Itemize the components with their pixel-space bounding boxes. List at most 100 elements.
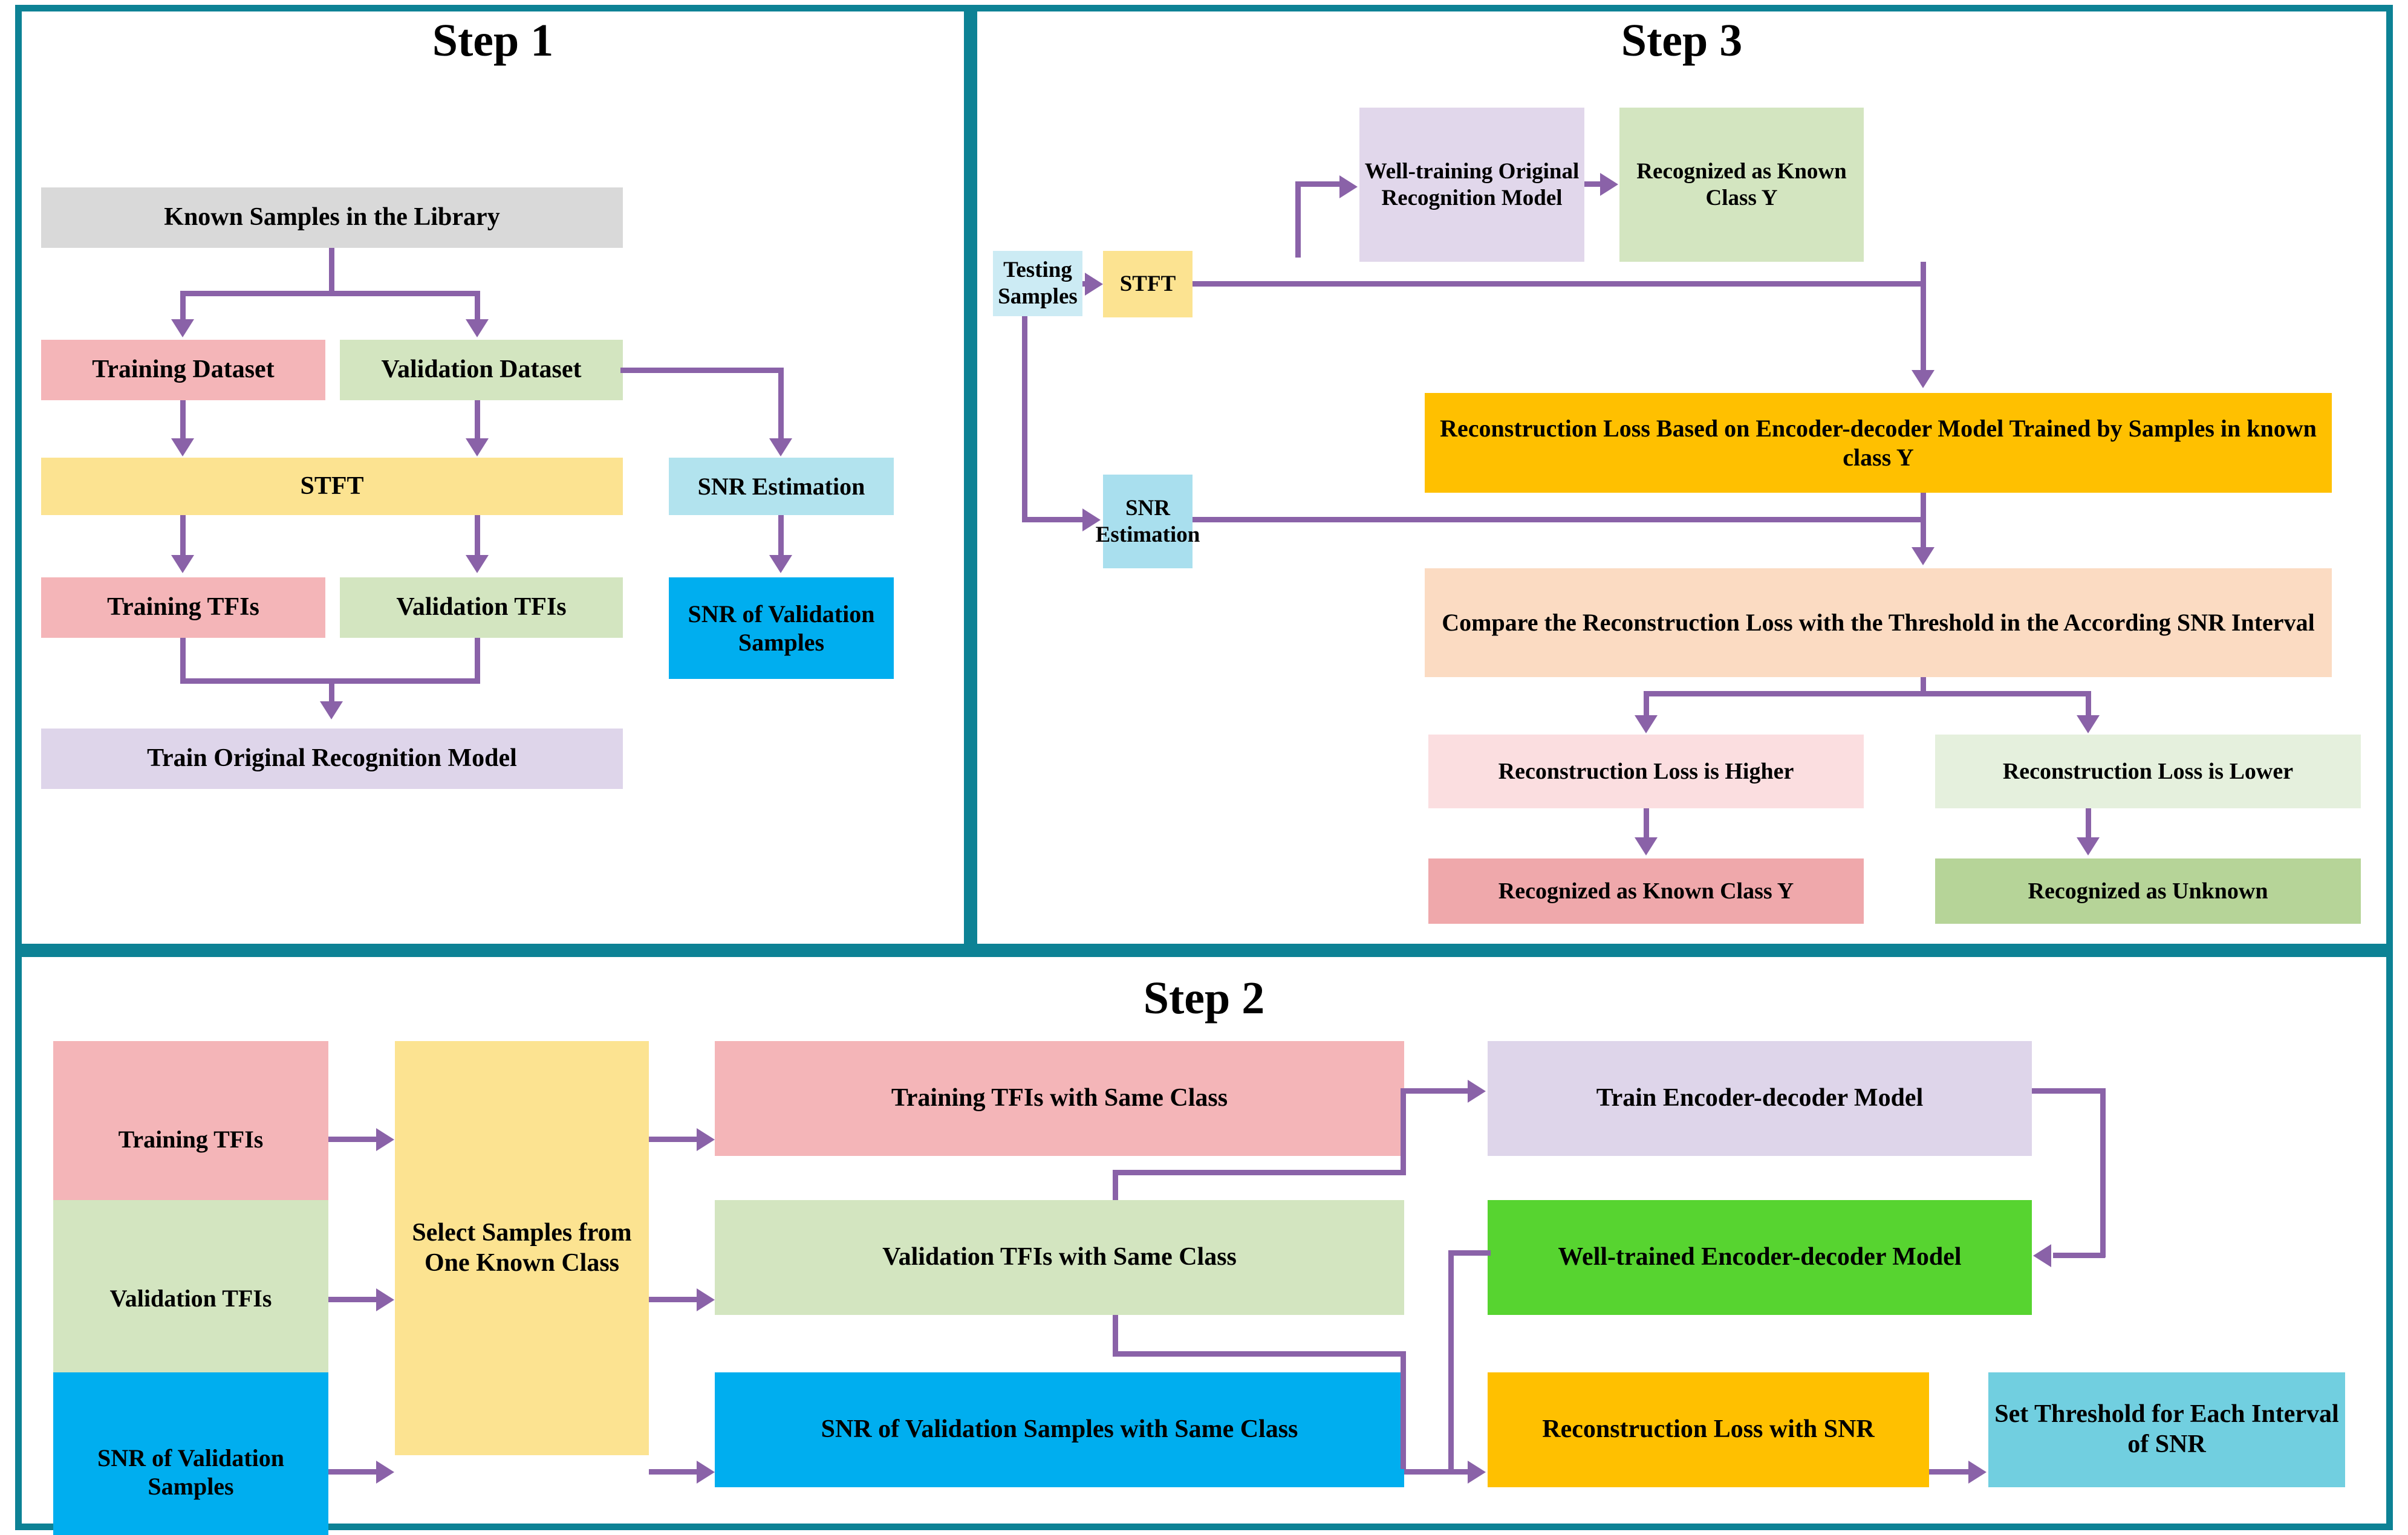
step2-box-snr-of-validation-samples: SNR of Validation Samples	[53, 1372, 328, 1535]
step1-connector-to-validation	[475, 291, 480, 321]
step2-arrow-recon-to-threshold	[1968, 1461, 1987, 1484]
step2-connector-snr-same-to-recon	[1404, 1469, 1469, 1475]
step3-title: Step 3	[1621, 15, 1743, 66]
step1-arrow-to-train-original-model	[320, 701, 343, 719]
step3-connector-compare-down	[1921, 677, 1926, 694]
step3-connector-model-to-recognized	[1584, 181, 1603, 187]
step2-connector-loop-back-to-well	[2053, 1253, 2105, 1258]
step2-connector-select-to-snr-same	[649, 1469, 698, 1475]
step1-connector-snrest-to-snrval	[778, 515, 784, 556]
step3-arrow-to-compare-threshold	[1912, 547, 1935, 565]
step2-box-set-threshold: Set Threshold for Each Interval of SNR	[1988, 1372, 2345, 1487]
step3-connector-testing-down	[1022, 316, 1027, 522]
step3-arrow-to-loss-higher	[1635, 715, 1658, 733]
step2-connector-join-train-path	[1401, 1088, 1406, 1173]
step3-box-testing-samples: Testing Samples	[993, 251, 1082, 316]
step2-arrow-validation-tfis-to-select	[376, 1288, 394, 1311]
step1-connector-to-training	[180, 291, 186, 321]
step3-connector-testing-to-snr	[1022, 517, 1084, 522]
step1-connector-training-to-stft	[180, 400, 186, 440]
step3-connector-stft-up	[1295, 181, 1301, 254]
step3-arrow-higher-to-known	[1635, 837, 1658, 855]
step1-connector-merge-down	[329, 678, 334, 704]
step2-connector-recon-to-threshold	[1929, 1469, 1969, 1475]
step3-connector-to-lower	[2086, 691, 2091, 718]
step1-arrow-to-snr-estimation	[769, 438, 792, 456]
step3-connector-stft-right	[1193, 281, 1924, 287]
step1-connector-training-tfis-down	[180, 638, 186, 683]
step3-arrow-to-reconstruction-loss	[1912, 370, 1935, 388]
step2-connector-select-to-training-same	[649, 1137, 698, 1142]
step1-box-stft: STFT	[41, 458, 623, 515]
step1-arrow-to-validation-dataset	[466, 319, 489, 337]
step1-box-known-samples: Known Samples in the Library	[41, 187, 623, 248]
panel-step1-frame	[15, 5, 971, 950]
step3-box-recognized-unknown: Recognized as Unknown	[1935, 858, 2361, 924]
step3-connector-to-recon-loss	[1921, 281, 1926, 372]
step3-arrow-to-snr-estimation	[1082, 508, 1101, 531]
panel-step2-frame	[15, 950, 2393, 1530]
step3-arrow-lower-to-unknown	[2077, 837, 2100, 855]
step2-box-train-encoder-decoder: Train Encoder-decoder Model	[1488, 1041, 2032, 1156]
step3-box-loss-lower: Reconstruction Loss is Lower	[1935, 735, 2361, 808]
step2-arrow-select-to-training-same	[697, 1128, 715, 1151]
step1-arrow-validation-to-stft	[466, 438, 489, 456]
step2-arrow-training-tfis-to-select	[376, 1128, 394, 1151]
step3-connector-to-higher	[1644, 691, 1649, 718]
step2-connector-validation-same-up	[1113, 1170, 1118, 1200]
step3-connector-stft-up-bar	[1295, 181, 1342, 187]
step2-connector-validation-tfis-to-select	[328, 1297, 378, 1302]
step2-connector-well-trained-left	[1448, 1250, 1491, 1256]
step1-arrow-stft-to-validation-tfis	[466, 555, 489, 573]
step1-arrow-training-to-stft	[171, 438, 194, 456]
step2-arrow-snr-same-to-recon	[1468, 1461, 1486, 1484]
step1-connector-known-down	[329, 248, 334, 293]
step3-connector-snr-right	[1193, 517, 1925, 522]
step1-box-train-original-model: Train Original Recognition Model	[41, 729, 623, 789]
step1-box-training-dataset: Training Dataset	[41, 340, 325, 400]
step2-connector-train-loop-down	[2100, 1088, 2106, 1258]
step1-connector-validation-to-stft	[475, 400, 480, 440]
step2-connector-training-tfis-to-select	[328, 1137, 378, 1142]
step2-connector-snr-to-select	[328, 1469, 378, 1475]
step3-arrow-testing-to-stft	[1085, 273, 1103, 296]
step2-box-training-tfis-same-class: Training TFIs with Same Class	[715, 1041, 1404, 1156]
step2-title: Step 2	[1143, 973, 1265, 1024]
step3-connector-recon-to-compare	[1921, 493, 1926, 550]
step3-box-compare-threshold: Compare the Reconstruction Loss with the…	[1425, 568, 2332, 677]
step2-box-well-trained-encoder-decoder: Well-trained Encoder-decoder Model	[1488, 1200, 2032, 1315]
step2-arrow-loop-to-well-trained	[2033, 1244, 2051, 1267]
step2-arrow-select-to-snr-same	[697, 1461, 715, 1484]
step2-connector-down-to-recon-row	[1401, 1351, 1406, 1469]
step3-connector-recognized-down	[1921, 262, 1926, 285]
step2-connector-validation-same-down-bar	[1113, 1351, 1406, 1357]
step3-box-stft: STFT	[1103, 251, 1193, 317]
step2-box-validation-tfis-same-class: Validation TFIs with Same Class	[715, 1200, 1404, 1315]
step3-box-recognized-known-y-bottom: Recognized as Known Class Y	[1428, 858, 1864, 924]
step1-connector-split-bar	[180, 291, 480, 296]
step1-connector-stft-to-training-tfis	[180, 515, 186, 556]
step3-box-reconstruction-loss-model: Reconstruction Loss Based on Encoder-dec…	[1425, 393, 2332, 493]
step2-connector-training-same-to-train	[1404, 1088, 1469, 1094]
step3-connector-higher-down	[1644, 808, 1649, 839]
step1-box-training-tfis: Training TFIs	[41, 577, 325, 638]
step3-connector-stft-top-stub	[1295, 249, 1301, 258]
step2-box-select-samples: Select Samples from One Known Class	[395, 1041, 649, 1455]
step1-connector-snr-down	[778, 368, 784, 439]
step3-connector-compare-split-bar	[1644, 691, 2091, 696]
step1-connector-validation-to-snr	[620, 368, 784, 373]
step1-connector-stft-to-validation-tfis	[475, 515, 480, 556]
step2-box-snr-validation-same-class: SNR of Validation Samples with Same Clas…	[715, 1372, 1404, 1487]
step3-arrow-to-well-training-model	[1339, 175, 1358, 198]
step1-connector-validation-tfis-down	[475, 638, 480, 683]
step3-box-snr-estimation: SNR Estimation	[1096, 475, 1200, 568]
step1-box-snr-estimation: SNR Estimation	[669, 458, 894, 515]
step1-box-snr-of-validation-samples: SNR of Validation Samples	[669, 577, 894, 679]
step3-arrow-to-loss-lower	[2077, 715, 2100, 733]
step2-connector-train-right	[2032, 1088, 2106, 1094]
step3-connector-lower-down	[2086, 808, 2091, 839]
step3-box-recognized-known-y-top: Recognized as Known Class Y	[1619, 108, 1864, 262]
step1-box-validation-dataset: Validation Dataset	[340, 340, 623, 400]
step2-connector-well-trained-down	[1448, 1251, 1454, 1472]
